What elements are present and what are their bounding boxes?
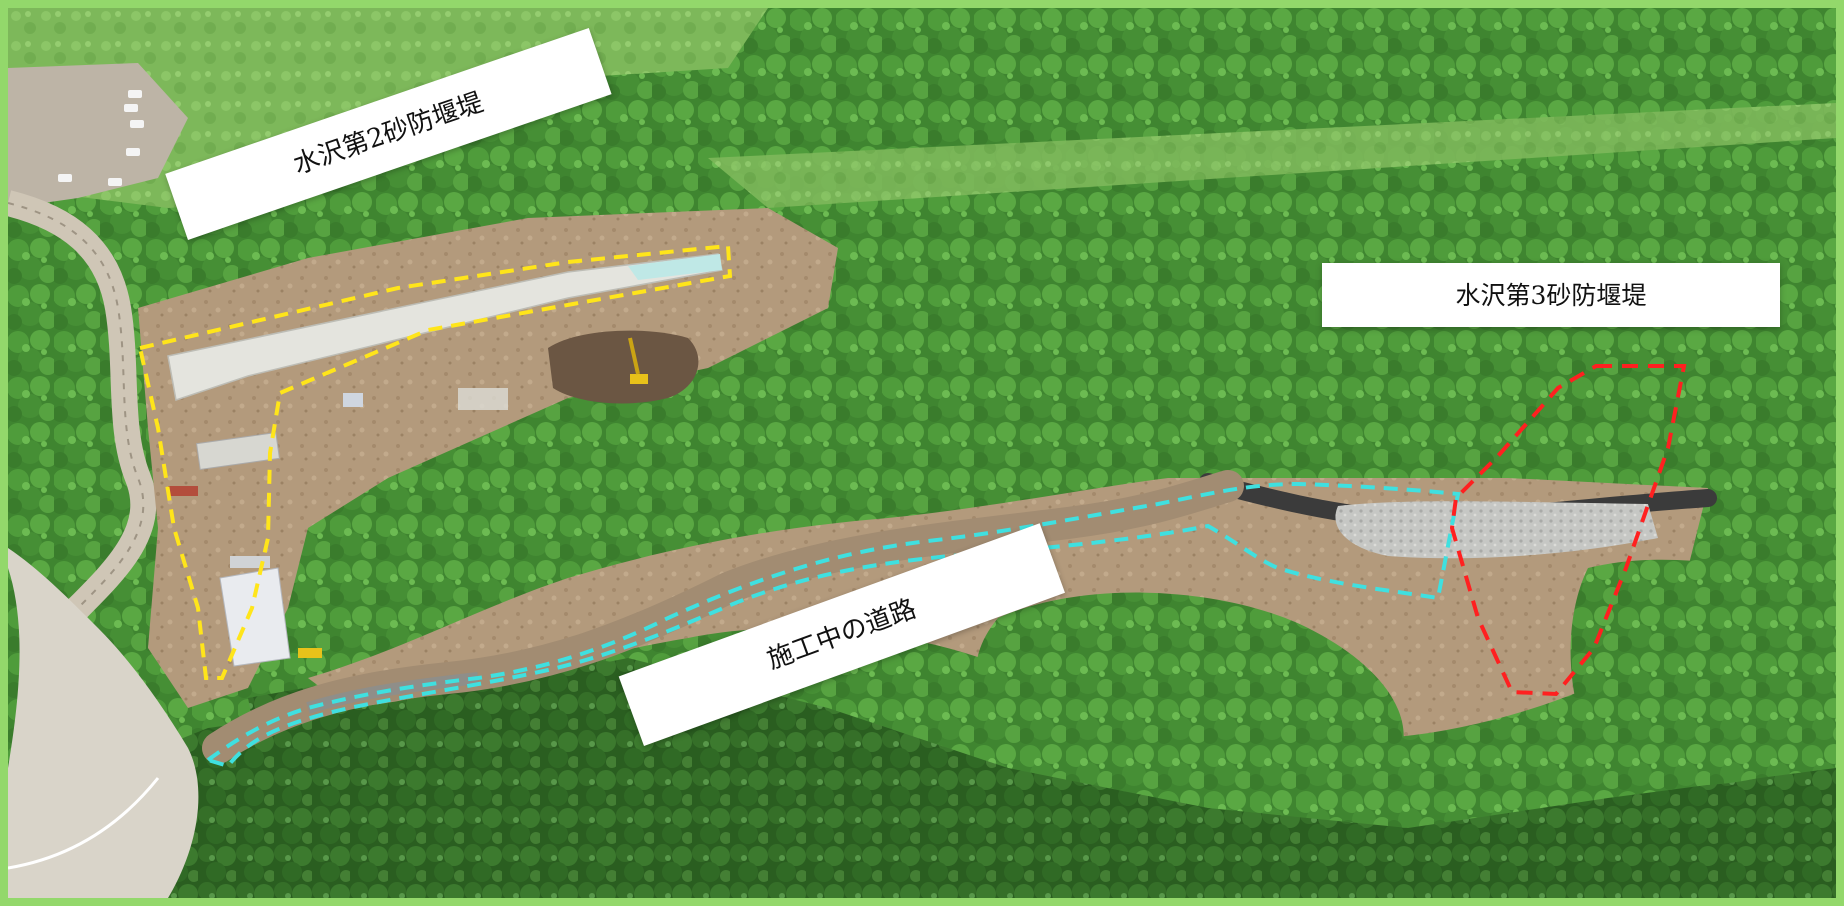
scattered-materials — [168, 388, 508, 496]
excavated-soil — [548, 330, 699, 404]
parked-cars — [58, 90, 144, 186]
label-dam-3: 水沢第3砂防堰堤 — [1322, 263, 1780, 327]
parking-lot — [8, 63, 188, 208]
paved-road — [8, 548, 199, 898]
gravel-bed — [1335, 501, 1658, 559]
dam-2-outline — [137, 243, 733, 680]
road-outline — [203, 481, 1461, 769]
dam-3-outline — [1449, 364, 1687, 697]
dam-2-block — [196, 431, 280, 471]
road-curve-white — [8, 777, 160, 870]
power-line-strip — [708, 103, 1836, 208]
dam-2-water-channel — [628, 254, 722, 280]
forest-patch — [975, 592, 1404, 797]
forest-patch-right — [1570, 559, 1836, 786]
dam-2-structure — [167, 253, 723, 401]
access-road-edge — [8, 202, 145, 898]
